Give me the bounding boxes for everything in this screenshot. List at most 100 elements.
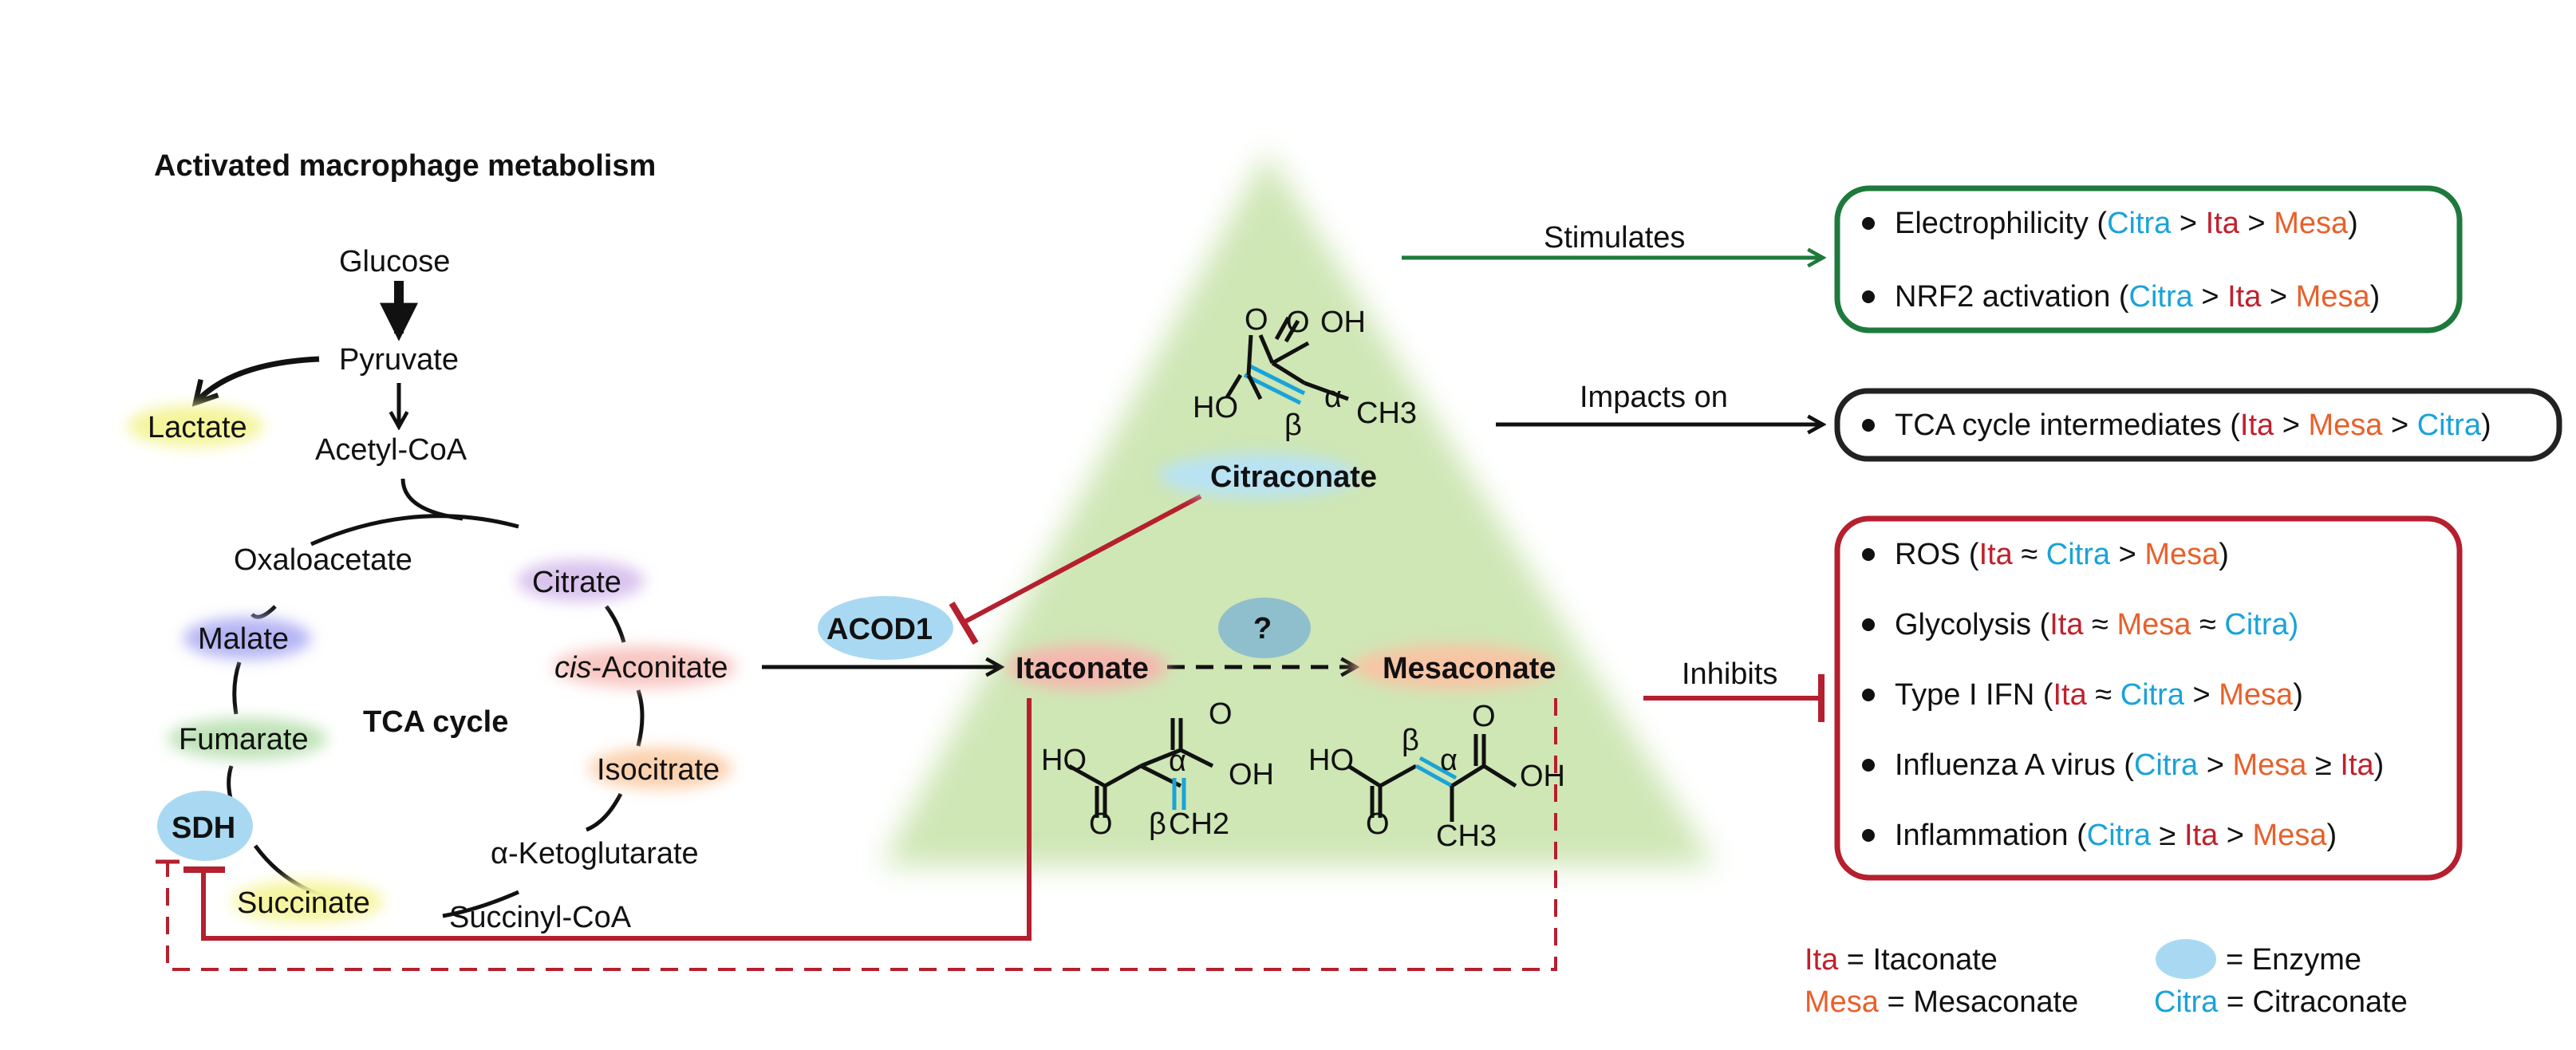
mesaconate-o-1: O <box>1366 807 1390 841</box>
comparator: ) <box>2348 207 2358 240</box>
comparator: > <box>2261 280 2295 314</box>
acetylcoa-entry-curve <box>400 478 464 521</box>
malate-highlight <box>183 618 311 659</box>
mesaconate-label: Mesaconate <box>1383 652 1556 685</box>
itaconate-ho: HO <box>1041 744 1087 777</box>
compound-abbr: Ita <box>2049 608 2084 641</box>
mesaconate-ch3: CH3 <box>1436 819 1497 853</box>
inhibits-effect-4: Inflammation (Citra ≥ Ita > Mesa) <box>1895 819 2337 852</box>
compound-abbr: Mesa <box>2308 409 2383 442</box>
citraconate-o-1: O <box>1245 303 1268 337</box>
bullet-icon <box>1862 618 1875 631</box>
compound-abbr: Citra <box>2129 280 2194 314</box>
bullet-icon <box>1862 419 1875 432</box>
compound-abbr: Ita <box>2240 409 2274 442</box>
comparator: ) <box>2219 538 2229 571</box>
citrate-label: Citrate <box>532 566 621 599</box>
effect-label: ROS ( <box>1895 538 1979 571</box>
itaconate-highlight <box>1008 645 1167 689</box>
succinate-highlight <box>232 881 384 922</box>
compound-abbr: Mesa <box>2274 207 2349 240</box>
impacts-list: TCA cycle intermediates (Ita > Mesa > Ci… <box>1862 409 2491 442</box>
mesaconate-o-2: O <box>1472 700 1496 733</box>
stimulates-label: Stimulates <box>1544 221 1685 255</box>
itaconate-o-1: O <box>1089 807 1113 841</box>
mesaconate-highlight <box>1352 645 1556 689</box>
alpha-ketoglutarate-label: α-Ketoglutarate <box>491 837 699 870</box>
bullet-icon <box>1862 759 1875 772</box>
compound-abbr: Citra <box>2087 819 2152 852</box>
effect-label: Influenza A virus ( <box>1895 748 2134 782</box>
mesaconate-structure <box>1347 734 1517 822</box>
compound-abbr: Citra <box>2417 409 2482 442</box>
itaconate-alpha: α <box>1169 744 1186 778</box>
itaconate-inhibits-sdh-line <box>201 698 1032 941</box>
citraconate-ho: HO <box>1193 391 1238 424</box>
lactate-highlight <box>128 405 263 447</box>
tca-cycle-arc-right-top <box>604 605 626 643</box>
comparator: ) <box>2326 819 2337 852</box>
itaconate-structure <box>1067 718 1214 818</box>
compound-abbr: Mesa <box>2296 280 2371 314</box>
pyruvate-to-lactate-arrow <box>195 356 320 403</box>
comparator: > <box>2171 207 2205 240</box>
bullet-icon <box>1862 689 1875 701</box>
compound-abbr: Ita <box>2184 819 2219 852</box>
glucose-label: Glucose <box>339 245 450 278</box>
compound-abbr: Mesa <box>2232 748 2307 782</box>
comparator: ) <box>2481 409 2491 442</box>
pyruvate-label: Pyruvate <box>339 343 459 377</box>
inhibits-effect-2: Type I IFN (Ita ≈ Citra > Mesa) <box>1895 678 2303 712</box>
inhibits-list: ROS (Ita ≈ Citra > Mesa)Glycolysis (Ita … <box>1862 538 2384 852</box>
inhibits-label: Inhibits <box>1682 657 1777 691</box>
comparator: > <box>2193 280 2227 314</box>
tca-cycle-arc-right-bottom <box>585 792 623 832</box>
comparator: ≈ <box>2191 608 2224 641</box>
malate-label: Malate <box>198 622 289 656</box>
isocitrate-highlight <box>589 748 732 789</box>
effect-label: Electrophilicity ( <box>1895 207 2107 240</box>
tca-cycle-arc-left <box>232 661 242 715</box>
citraconate-oh: OH <box>1320 306 1366 339</box>
compound-abbr: Citra <box>2120 678 2185 712</box>
legend-citra: Citra = Citraconate <box>2154 985 2408 1019</box>
tca-cycle-arc-right <box>636 689 645 747</box>
acod1-enzyme <box>818 596 953 660</box>
succinyl-coa-label: Succinyl-CoA <box>449 901 632 934</box>
comparator: > <box>2110 538 2144 571</box>
compound-abbr: Mesa <box>2253 819 2328 852</box>
mesaconate-ho: HO <box>1308 744 1354 777</box>
effect-label: TCA cycle intermediates ( <box>1895 409 2240 442</box>
stimulates-effect-1: NRF2 activation (Citra > Ita > Mesa) <box>1895 280 2380 314</box>
legend-enzyme: = Enzyme <box>2226 943 2361 977</box>
bullet-icon <box>1862 829 1875 842</box>
unknown-enzyme <box>1218 598 1311 658</box>
legend-ita: Ita = Itaconate <box>1805 943 1998 977</box>
effect-label: Glycolysis ( <box>1895 608 2050 641</box>
tca-cycle-arc-bottom <box>442 890 520 918</box>
inhibits-effect-3: Influenza A virus (Citra > Mesa ≥ Ita) <box>1895 748 2384 782</box>
tca-cycle-arc-top <box>310 514 519 547</box>
compound-abbr: Citra) <box>2224 608 2298 641</box>
itaconate-label: Itaconate <box>1016 652 1149 685</box>
effect-label: Inflammation ( <box>1895 819 2087 852</box>
bullet-icon <box>1862 548 1875 561</box>
comparator: ≈ <box>2083 608 2116 641</box>
comparator: > <box>2274 409 2308 442</box>
compound-abbr: Mesa <box>2219 678 2294 712</box>
legend: Ita = Itaconate Mesa = Mesaconate = Enzy… <box>1805 939 2408 1019</box>
legend-enzyme-swatch <box>2156 939 2216 979</box>
stimulates-effect-0: Electrophilicity (Citra > Ita > Mesa) <box>1895 207 2358 240</box>
comparator: ) <box>2370 280 2381 314</box>
comparator: > <box>2218 819 2252 852</box>
comparator: > <box>2198 748 2232 782</box>
sdh-label: SDH <box>172 811 235 845</box>
tca-cycle-arc-left-top <box>250 605 277 619</box>
compound-abbr: Ita <box>2340 748 2374 782</box>
compound-abbr: Citra <box>2107 207 2172 240</box>
acetyl-coa-label: Acetyl-CoA <box>315 433 467 467</box>
mesaconate-inhibits-sdh-line <box>166 698 1557 971</box>
citraconate-structure <box>1225 316 1349 405</box>
